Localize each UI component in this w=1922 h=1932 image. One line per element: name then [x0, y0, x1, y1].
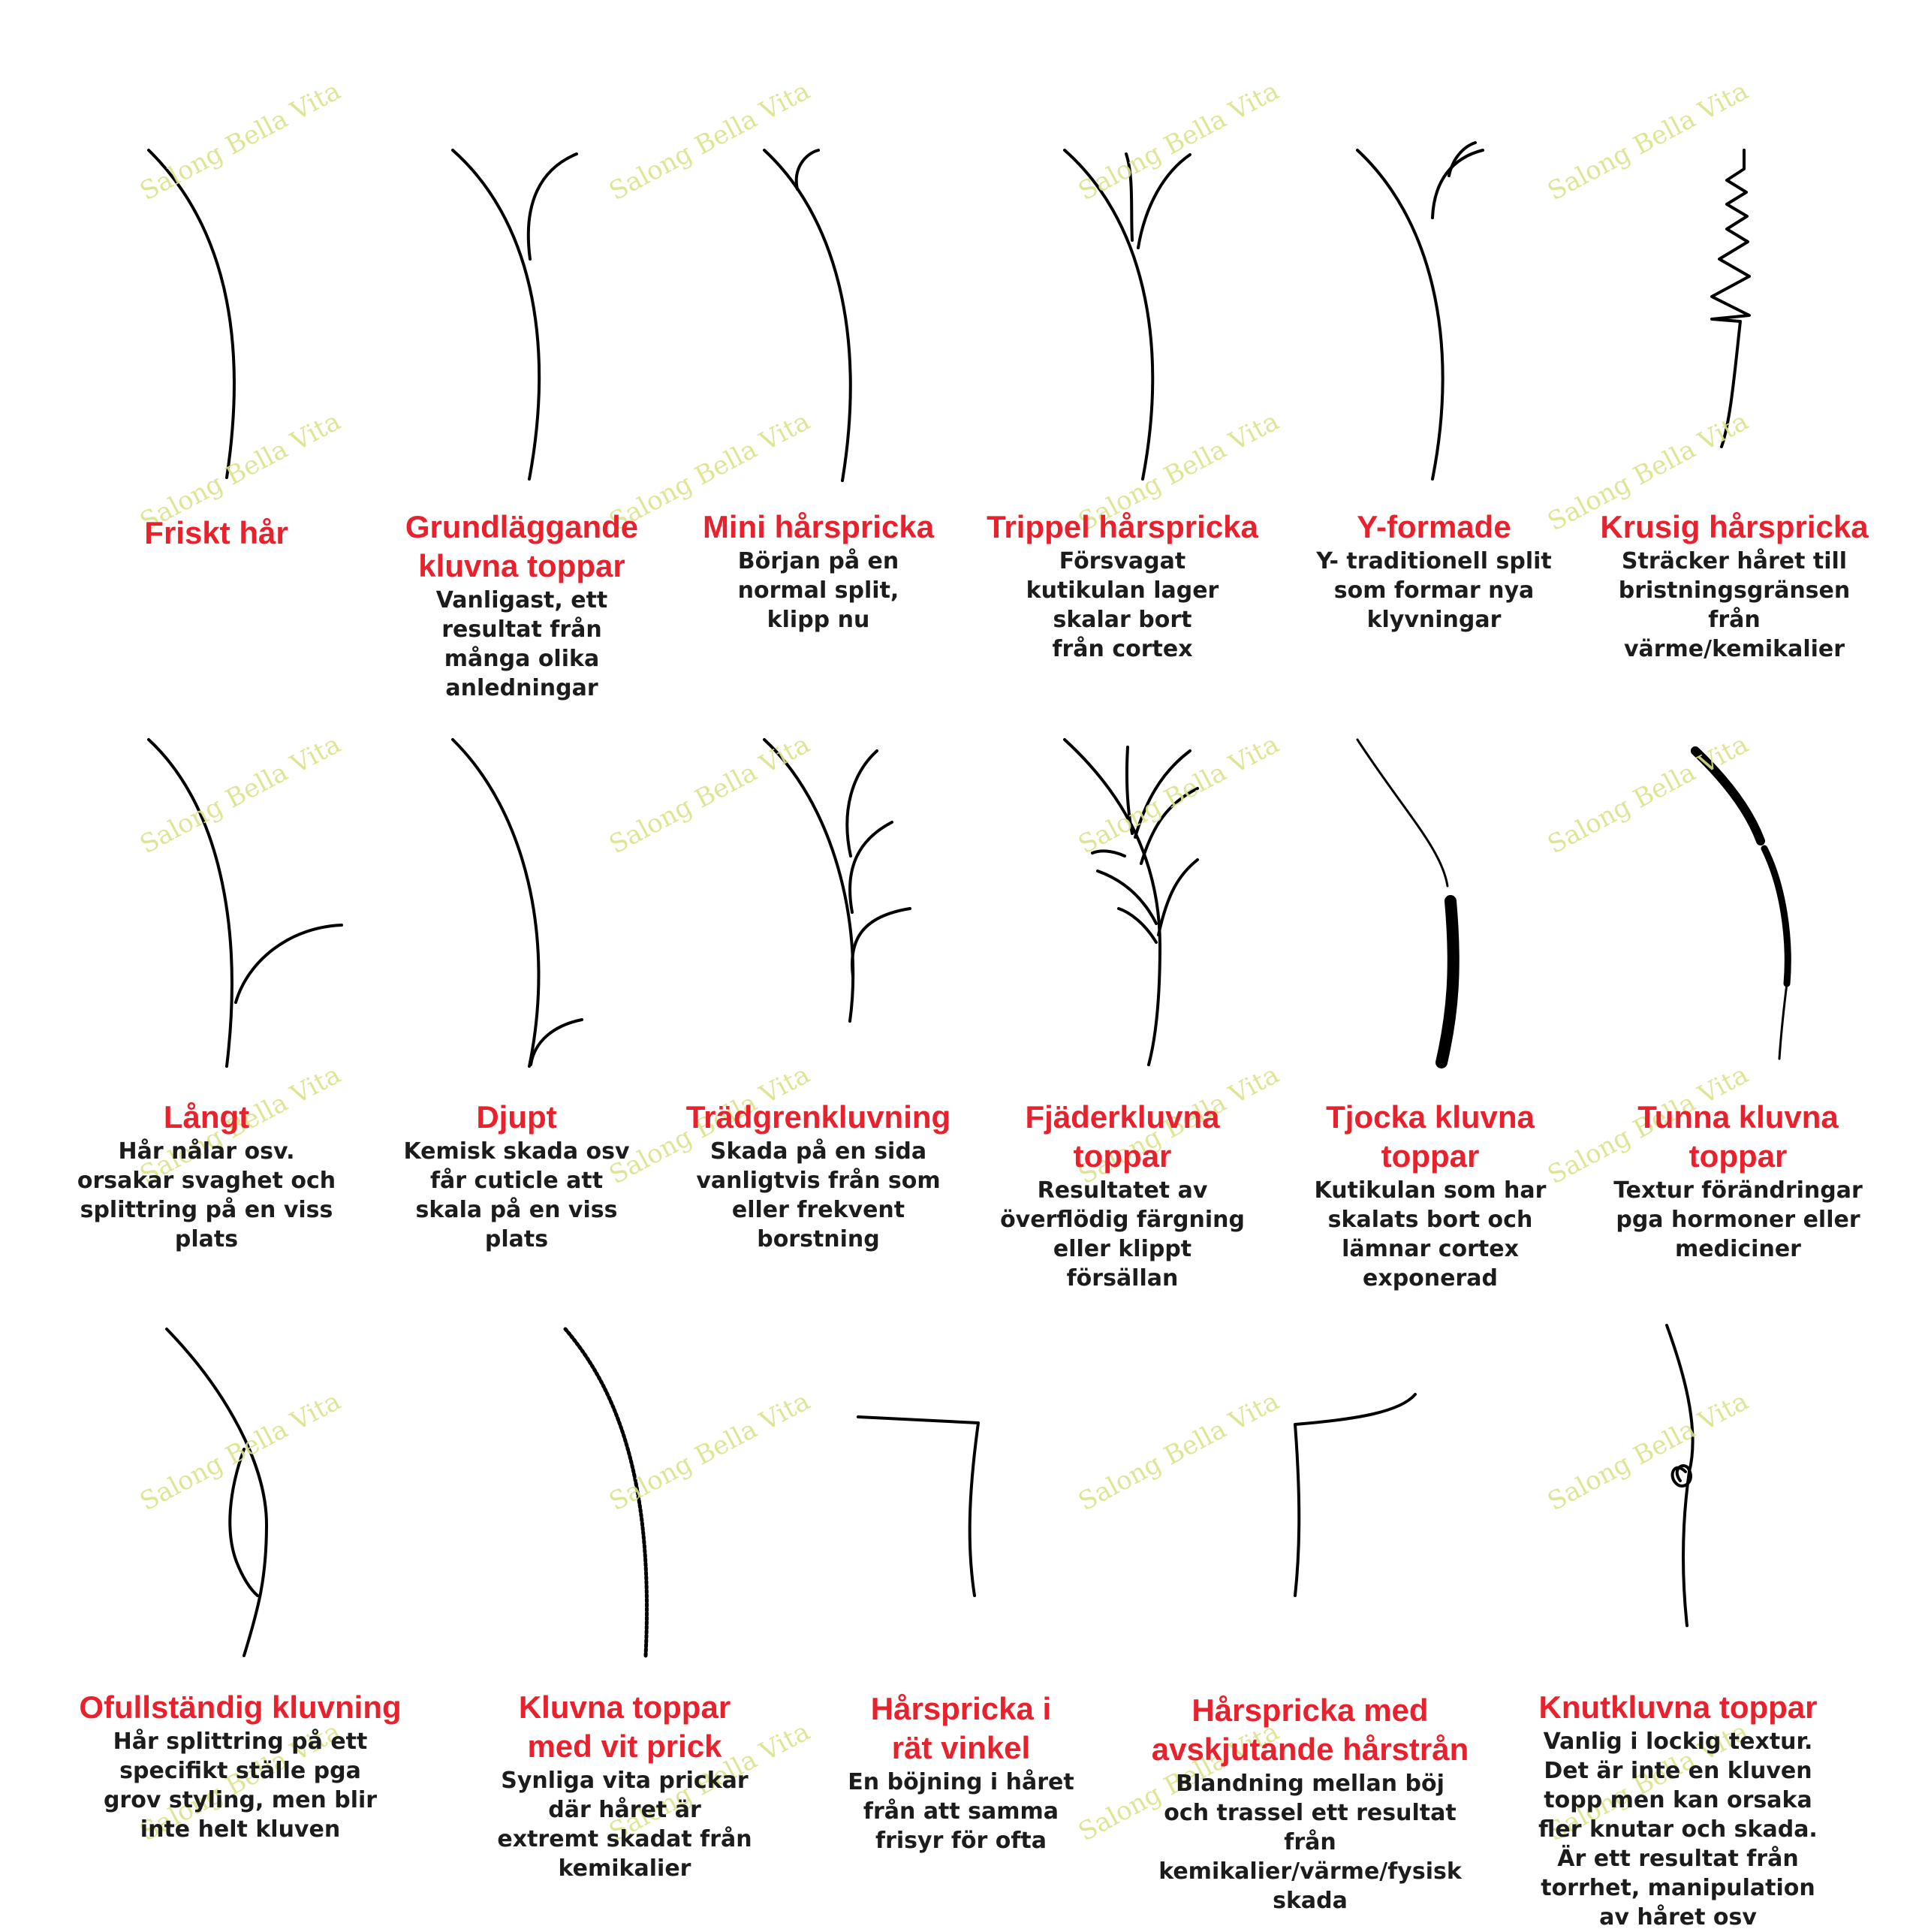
caption-desc: En böjning i håret från att samma frisyr… — [848, 1769, 1074, 1854]
caption-desc: Resultatet av överflödig färgning eller … — [1000, 1177, 1245, 1292]
caption-title: Fjäderkluvna toppar — [1025, 1099, 1220, 1174]
caption-title: Hårspricka i rät vinkel — [870, 1691, 1052, 1765]
caption-title: Tjocka kluvna toppar — [1326, 1099, 1535, 1174]
caption-avskjutande: Hårspricka med avskjutande hårstrån Blan… — [1130, 1691, 1490, 1915]
caption-friskt-har: Friskt hår — [66, 514, 366, 553]
caption-title: Y-formade — [1357, 509, 1511, 544]
caption-langt: Långt Hår nålar osv. orsakar svaghet och… — [56, 1098, 357, 1254]
caption-desc: Synliga vita prickar där håret är extrem… — [497, 1768, 752, 1882]
caption-desc: Kemisk skada osv får cuticle att skala p… — [403, 1138, 630, 1252]
hair-protruding-split — [1294, 1393, 1417, 1597]
caption-tunna-kluvna: Tunna kluvna toppar Textur förändringar … — [1588, 1098, 1888, 1264]
hair-thin-split — [1691, 746, 1791, 1060]
caption-title: Kluvna toppar med vit prick — [518, 1689, 731, 1764]
caption-title: Trädgrenkluvning — [685, 1099, 951, 1135]
caption-desc: Y- traditionell split som formar nya kly… — [1316, 548, 1552, 633]
hair-y-shaped — [1356, 141, 1484, 481]
hair-thick-split — [1356, 738, 1460, 1068]
caption-vit-prick: Kluvna toppar med vit prick Synliga vita… — [474, 1688, 775, 1883]
hair-mini-split — [763, 149, 852, 482]
caption-krusig-harspricka: Krusig hårspricka Sträcker håret till br… — [1584, 508, 1884, 664]
caption-mini-harspricka: Mini hårspricka Början på en normal spli… — [668, 508, 969, 634]
caption-desc: Vanlig i lockig textur. Det är inte en k… — [1538, 1729, 1818, 1930]
caption-desc: Blandning mellan böj och trassel ett res… — [1158, 1771, 1462, 1914]
caption-desc: Hår nålar osv. orsakar svaghet och split… — [77, 1138, 336, 1252]
hair-deep-split — [451, 738, 583, 1068]
hair-white-dot-split — [563, 1327, 649, 1658]
caption-title: Djupt — [476, 1099, 557, 1135]
hair-healthy — [147, 149, 236, 479]
caption-ofullstandig: Ofullständig kluvning Hår splittring på … — [68, 1688, 413, 1844]
caption-y-formade: Y-formade Y- traditionell split som form… — [1284, 508, 1584, 634]
caption-desc: Början på en normal split, klipp nu — [737, 548, 899, 633]
caption-tradgrenkluvning: Trädgrenkluvning Skada på en sida vanlig… — [668, 1098, 969, 1254]
caption-trippel-harspricka: Trippel hårspricka Försvagat kutikulan l… — [972, 508, 1273, 664]
caption-desc: Skada på en sida vanligtvis från som ell… — [696, 1138, 941, 1252]
caption-title: Långt — [163, 1099, 250, 1135]
caption-desc: Textur förändringar pga hormoner eller m… — [1613, 1177, 1863, 1262]
caption-title: Mini hårspricka — [702, 509, 935, 544]
caption-rat-vinkel: Hårspricka i rät vinkel En böjning i hår… — [811, 1689, 1111, 1855]
caption-desc: Försvagat kutikulan lager skalar bort fr… — [1026, 548, 1219, 662]
caption-title: Knutkluvna toppar — [1538, 1689, 1818, 1725]
hair-triple-split — [1063, 149, 1191, 481]
hair-knot-split — [1665, 1324, 1695, 1627]
caption-title: Friskt hår — [144, 515, 288, 550]
hair-frizzy-split — [1710, 149, 1751, 448]
hair-long-split — [147, 738, 343, 1068]
hair-right-angle-split — [857, 1415, 980, 1597]
caption-title: Hårspricka med avskjutande hårstrån — [1151, 1692, 1469, 1767]
caption-tjocka-kluvna: Tjocka kluvna toppar Kutikulan som har s… — [1280, 1098, 1580, 1293]
caption-grundlaggande: Grundläggande kluvna toppar Vanligast, e… — [372, 508, 672, 703]
hair-tree-branch-split — [763, 738, 911, 1023]
hair-basic-split — [451, 149, 578, 481]
caption-title: Tunna kluvna toppar — [1637, 1099, 1839, 1174]
caption-desc: Kutikulan som har skalats bort och lämna… — [1314, 1177, 1547, 1292]
caption-title: Krusig hårspricka — [1600, 509, 1869, 544]
caption-fjaderkluvna: Fjäderkluvna toppar Resultatet av överfl… — [972, 1098, 1273, 1293]
caption-djupt: Djupt Kemisk skada osv får cuticle att s… — [366, 1098, 667, 1254]
caption-title: Grundläggande kluvna toppar — [405, 509, 639, 583]
caption-desc: Hår splittring på ett specifikt ställe p… — [103, 1729, 378, 1843]
hair-feather-split — [1063, 738, 1199, 1066]
caption-title: Ofullständig kluvning — [79, 1689, 402, 1725]
caption-desc: Sträcker håret till bristningsgränsen fr… — [1618, 548, 1851, 662]
hair-incomplete-split — [165, 1328, 268, 1657]
caption-knutkluvna: Knutkluvna toppar Vanlig i lockig textur… — [1513, 1688, 1843, 1932]
caption-desc: Vanligast, ett resultat från många olika… — [435, 587, 608, 701]
caption-title: Trippel hårspricka — [987, 509, 1258, 544]
